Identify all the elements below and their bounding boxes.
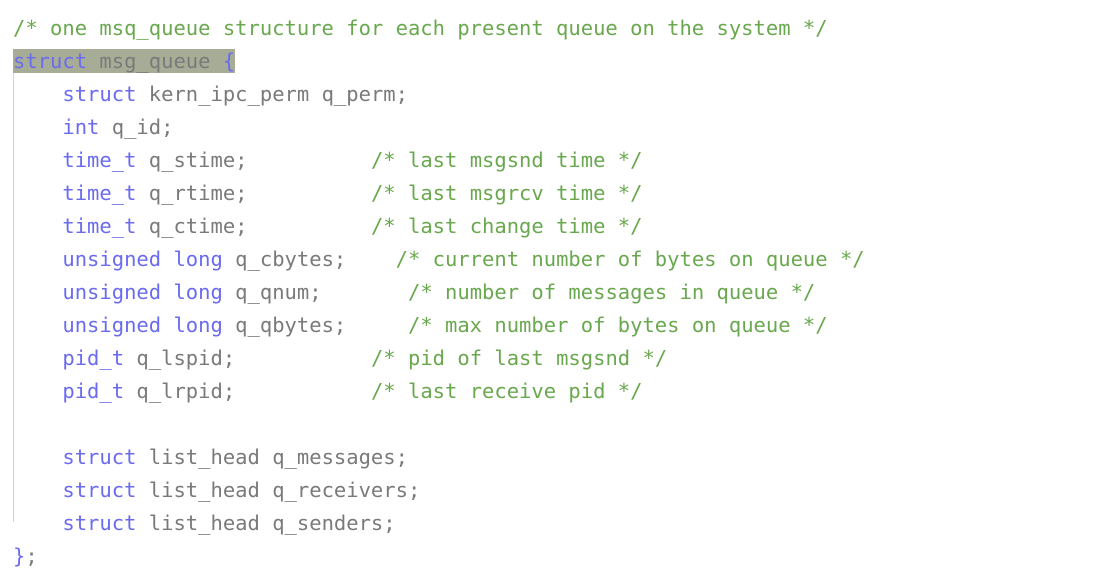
code-line[interactable]: }; [13,540,1103,573]
code-token-plain [235,346,371,370]
code-token-keyword: struct [62,82,137,106]
code-token-type: time_t [62,148,137,172]
code-token-ident: list_head q_receivers; [136,478,421,502]
indent-guide-line [13,71,14,522]
code-line[interactable]: struct list_head q_messages; [13,441,1103,474]
code-token-type: pid_t [62,346,125,370]
code-token-plain [13,478,62,502]
code-token-keyword: struct [13,49,88,73]
code-token-plain [13,148,62,172]
code-token-keyword: unsigned long [62,313,223,337]
code-line[interactable]: pid_t q_lspid; /* pid of last msgsnd */ [13,342,1103,375]
code-token-keyword: int [62,115,100,139]
code-block[interactable]: /* one msq_queue structure for each pres… [13,12,1103,573]
code-token-ident: q_rtime; [136,181,248,205]
code-line[interactable]: unsigned long q_qbytes; /* max number of… [13,309,1103,342]
code-token-comment: /* last msgsnd time */ [370,148,643,172]
code-token-plain [322,280,408,304]
code-token-comment: /* last change time */ [370,214,643,238]
code-token-plain [87,49,100,73]
code-token-plain [248,214,371,238]
code-line[interactable]: struct list_head q_senders; [13,507,1103,540]
code-token-comment: /* max number of bytes on queue */ [407,313,828,337]
code-line[interactable]: time_t q_stime; /* last msgsnd time */ [13,144,1103,177]
code-token-ident: q_ctime; [136,214,248,238]
code-token-keyword: struct [62,511,137,535]
code-token-keyword: unsigned long [62,280,223,304]
code-token-ident: kern_ipc_perm q_perm; [136,82,408,106]
code-token-comment: /* current number of bytes on queue */ [395,247,865,271]
code-token-ident: q_id; [99,115,174,139]
code-token-ident: q_lspid; [124,346,236,370]
code-token-plain [235,379,371,403]
code-token-comment: /* last msgrcv time */ [370,181,643,205]
code-token-plain [13,379,62,403]
code-token-ident: q_qbytes; [222,313,347,337]
code-token-keyword: unsigned long [62,247,223,271]
code-token-plain [13,280,62,304]
code-token-ident: q_qnum; [222,280,322,304]
code-token-plain [346,313,408,337]
code-token-punct: ; [25,544,38,568]
code-token-comment: /* one msq_queue structure for each pres… [13,16,828,40]
code-token-ident: msg_queue [99,49,211,73]
code-token-type: pid_t [62,379,125,403]
code-token-plain [13,181,62,205]
code-token-ident: list_head q_senders; [136,511,396,535]
code-line[interactable] [13,408,1103,441]
code-line[interactable]: int q_id; [13,111,1103,144]
code-token-comment: /* last receive pid */ [370,379,643,403]
code-token-brace: } [13,544,26,568]
code-token-plain [13,511,62,535]
code-token-plain [13,82,62,106]
code-token-plain [248,148,371,172]
code-token-ident: q_stime; [136,148,248,172]
code-token-comment: /* pid of last msgsnd */ [370,346,668,370]
code-token-ident: list_head q_messages; [136,445,408,469]
code-line[interactable]: pid_t q_lrpid; /* last receive pid */ [13,375,1103,408]
code-line[interactable]: time_t q_ctime; /* last change time */ [13,210,1103,243]
code-line[interactable]: unsigned long q_qnum; /* number of messa… [13,276,1103,309]
code-token-ident: q_lrpid; [124,379,236,403]
code-token-plain [248,181,371,205]
code-token-plain [210,49,223,73]
code-line[interactable]: time_t q_rtime; /* last msgrcv time */ [13,177,1103,210]
code-token-keyword: struct [62,478,137,502]
code-token-plain [13,214,62,238]
code-token-type: time_t [62,214,137,238]
code-line[interactable]: struct kern_ipc_perm q_perm; [13,78,1103,111]
code-line[interactable]: /* one msq_queue structure for each pres… [13,12,1103,45]
code-line[interactable]: struct list_head q_receivers; [13,474,1103,507]
code-token-plain [13,115,62,139]
code-token-comment: /* number of messages in queue */ [407,280,816,304]
code-token-plain [346,247,395,271]
code-token-plain [13,346,62,370]
code-line[interactable]: struct msg_queue { [13,45,1103,78]
code-token-ident: q_cbytes; [222,247,347,271]
code-token-type: time_t [62,181,137,205]
code-token-keyword: struct [62,445,137,469]
code-token-plain [13,313,62,337]
code-token-plain [13,247,62,271]
code-token-brace: { [222,49,236,73]
code-line[interactable]: unsigned long q_cbytes; /* current numbe… [13,243,1103,276]
code-token-plain [13,445,62,469]
